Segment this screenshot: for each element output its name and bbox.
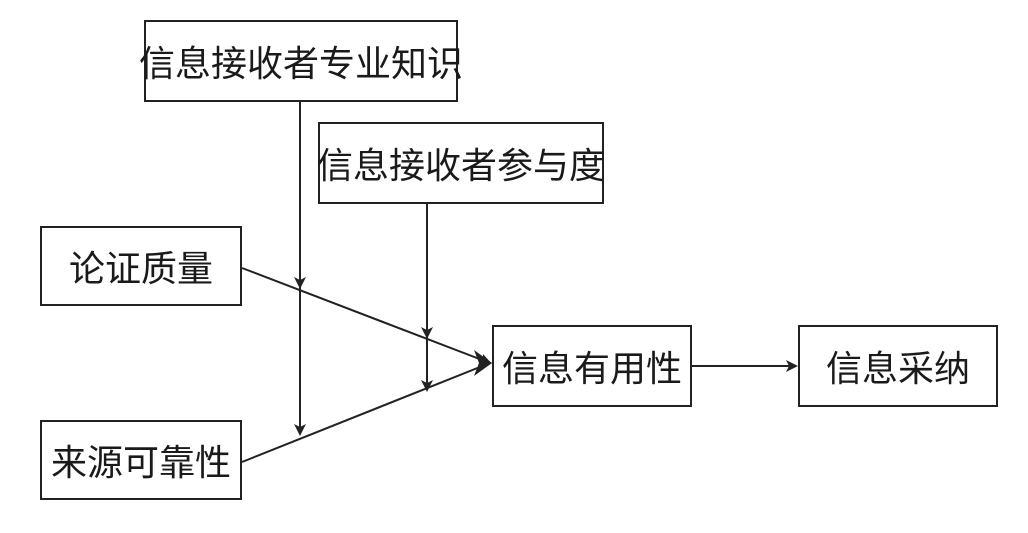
edge-credibility-to-usefulness (241, 362, 491, 463)
node-receiver-expertise: 信息接收者专业知识 (139, 20, 463, 102)
node-information-adoption: 信息采纳 (798, 325, 998, 407)
node-argument-quality: 论证质量 (40, 226, 242, 306)
node-receiver-involvement: 信息接收者参与度 (317, 122, 605, 204)
edge-argument-to-usefulness (241, 267, 492, 366)
arrowhead-usefulness (474, 350, 492, 376)
node-source-credibility: 来源可靠性 (40, 420, 242, 500)
node-information-usefulness: 信息有用性 (492, 325, 692, 407)
